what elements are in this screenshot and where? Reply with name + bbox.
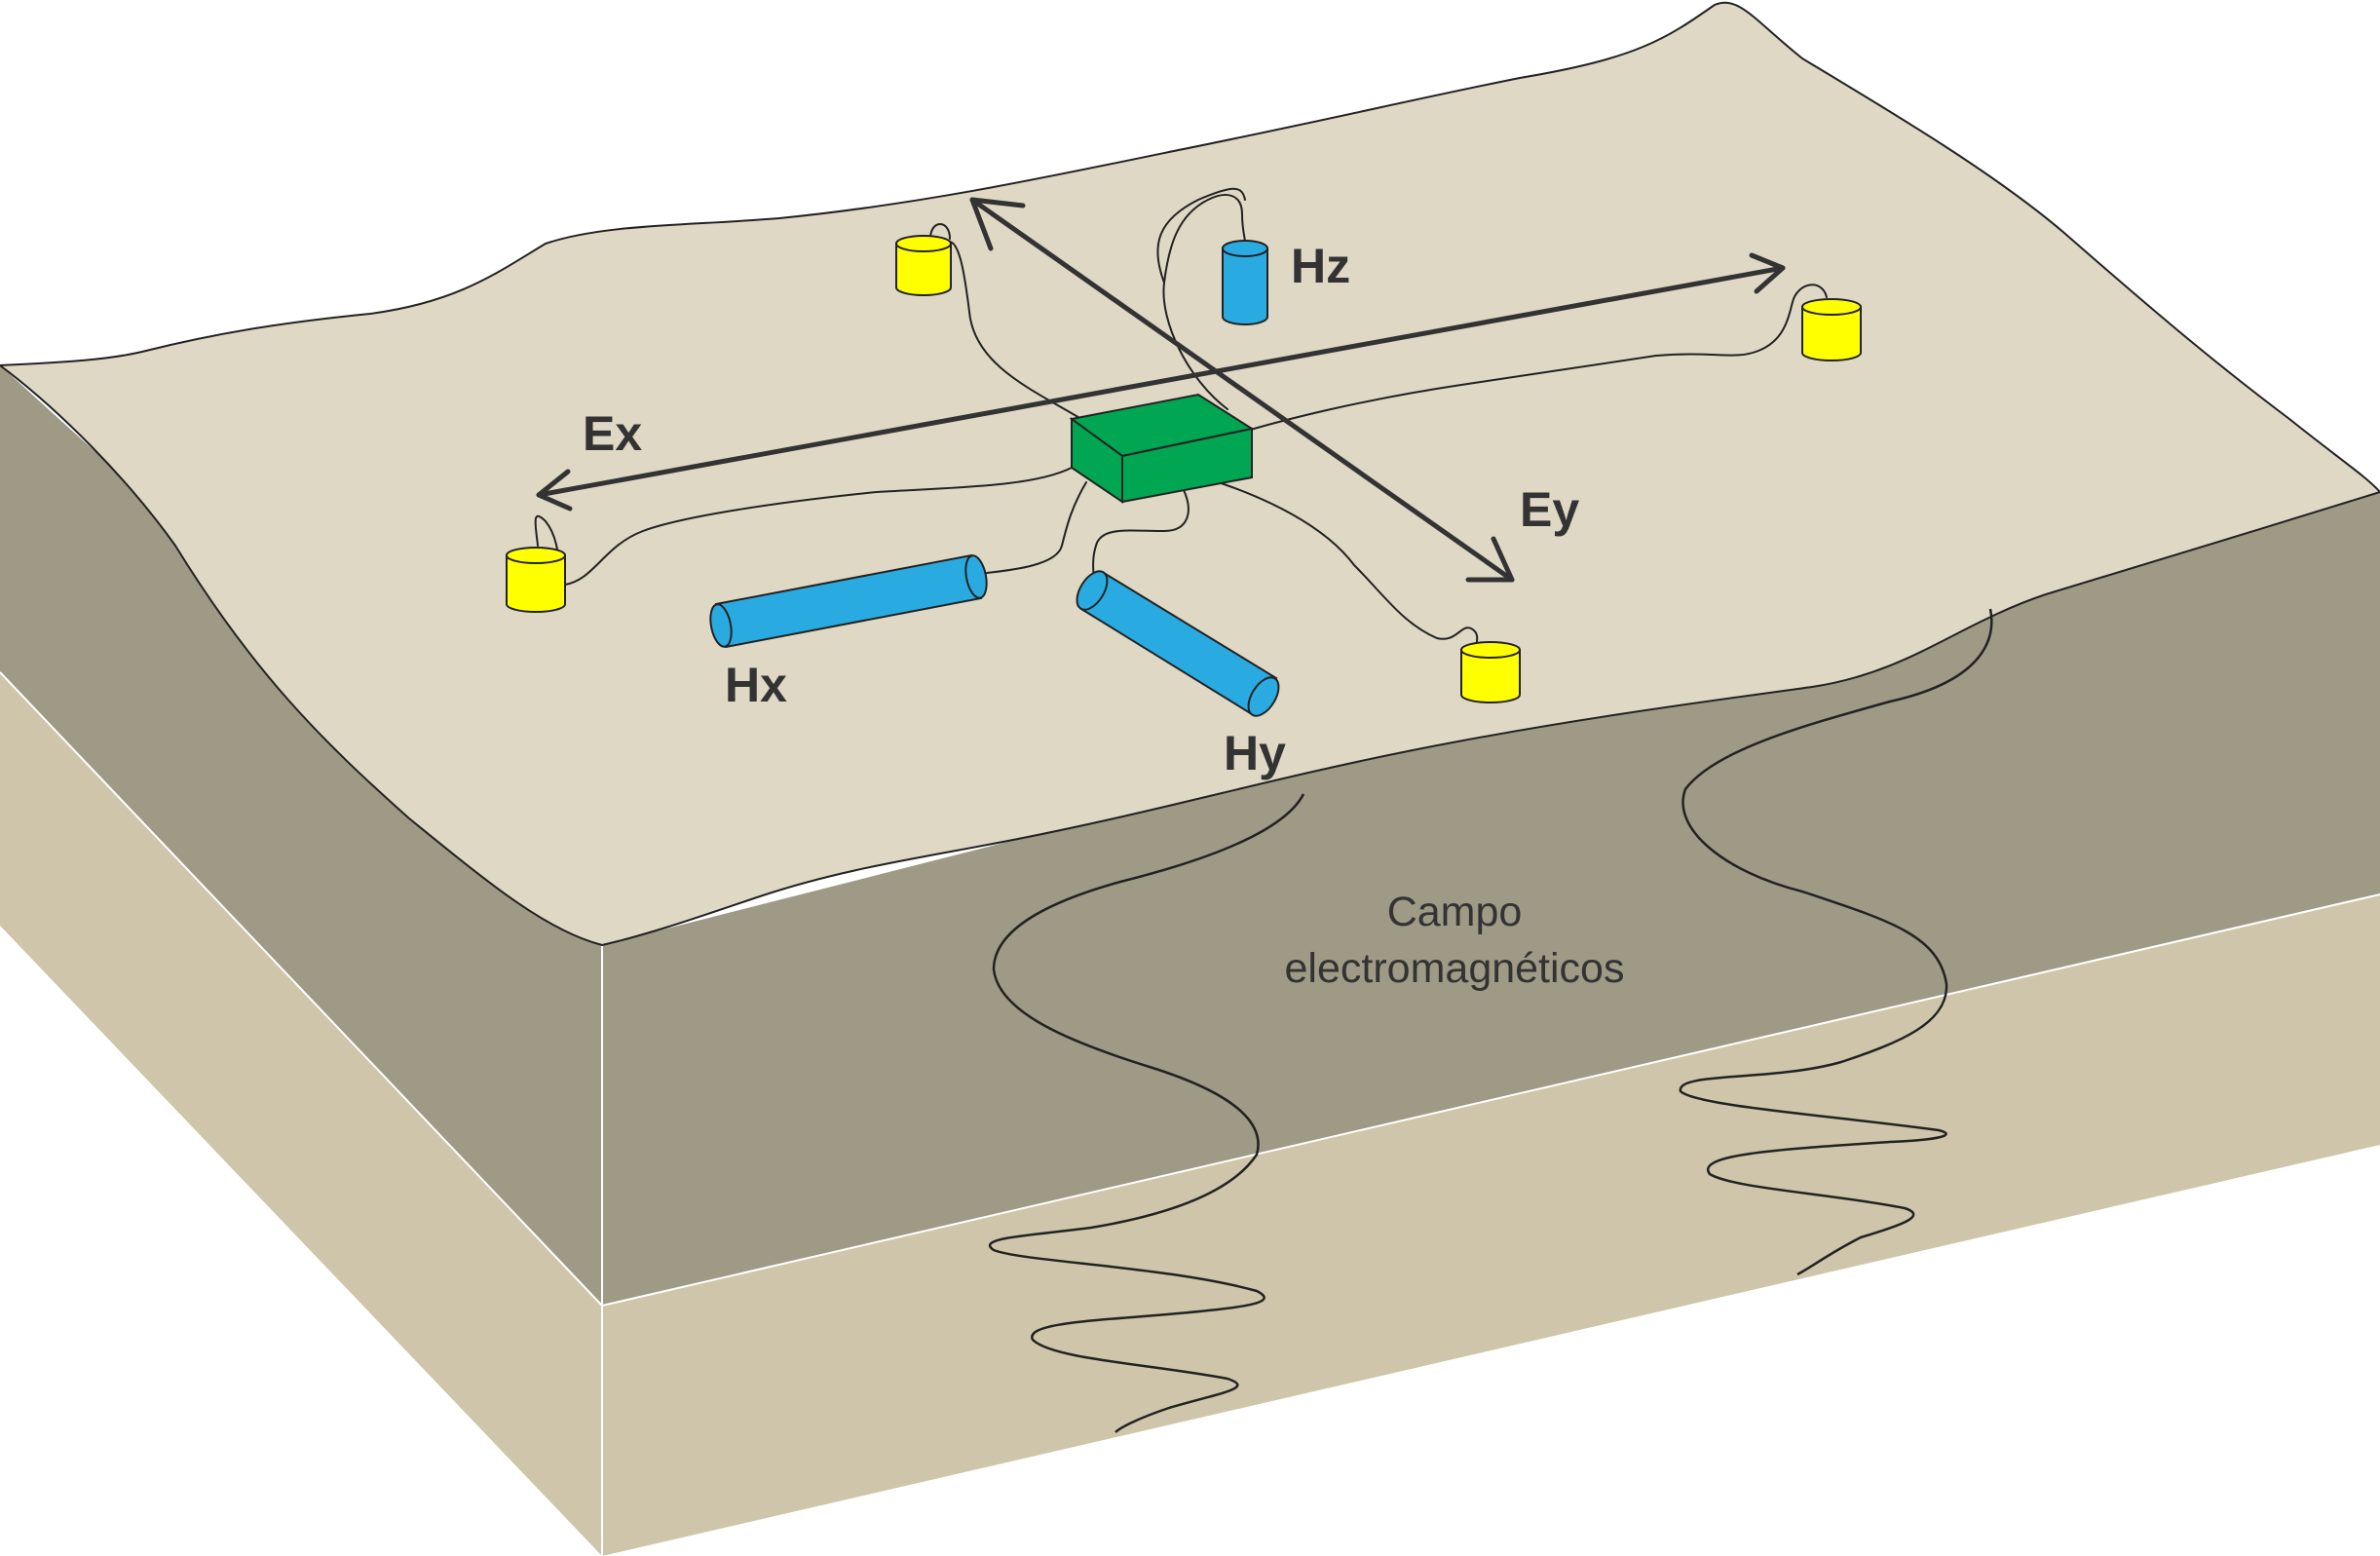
cable-ey-top <box>949 241 1082 420</box>
label-ey: Ey <box>1520 482 1579 537</box>
cable-ex-right <box>1236 284 1828 435</box>
label-ex: Ex <box>583 406 642 461</box>
em-field-waves <box>988 608 1993 1433</box>
magnetometers <box>709 240 1280 717</box>
cable-ey-top-loop <box>929 223 951 240</box>
field-label-line2: electromagnéticos <box>1285 945 1625 992</box>
ex-arrowhead-right <box>1749 252 1786 294</box>
cable-ey-bottom <box>1202 476 1479 650</box>
ey-arrowhead-top <box>969 197 1026 251</box>
front-lower-layer <box>0 672 602 1556</box>
ey-arrowhead-bottom <box>1465 536 1515 583</box>
cable-hx <box>986 481 1087 574</box>
electrode-ex-right <box>1801 298 1862 361</box>
label-hy: Hy <box>1224 726 1286 780</box>
recorder-side <box>1121 427 1253 504</box>
magnetometer-hy <box>1076 570 1280 717</box>
right-upper-layer <box>602 492 2380 1306</box>
cable-ex-left <box>534 467 1073 586</box>
electrodes <box>506 235 1862 703</box>
electric-field-arrows <box>536 197 1786 583</box>
recorder-box <box>1069 393 1255 504</box>
label-hz: Hz <box>1291 239 1350 293</box>
electrode-ey-bottom <box>1460 641 1521 703</box>
label-hx: Hx <box>725 658 787 712</box>
magnetometer-hx <box>709 553 988 649</box>
front-upper-layer <box>0 365 602 1306</box>
field-label-line1: Campo <box>1387 889 1523 935</box>
earth-block <box>0 365 2380 1556</box>
right-lower-layer <box>602 894 2380 1556</box>
electrode-ey-top <box>895 235 952 296</box>
cable-hz-top <box>1156 187 1246 284</box>
ex-arrowhead-left <box>536 469 573 512</box>
magnetometer-hz <box>1222 240 1268 325</box>
ex-axis-line <box>536 265 1786 498</box>
em-wave-right <box>1679 608 1993 1276</box>
em-wave-left <box>988 793 1305 1433</box>
electrode-ex-left <box>506 547 566 613</box>
ey-axis-line <box>969 197 1515 583</box>
cable-hy <box>1092 489 1190 584</box>
